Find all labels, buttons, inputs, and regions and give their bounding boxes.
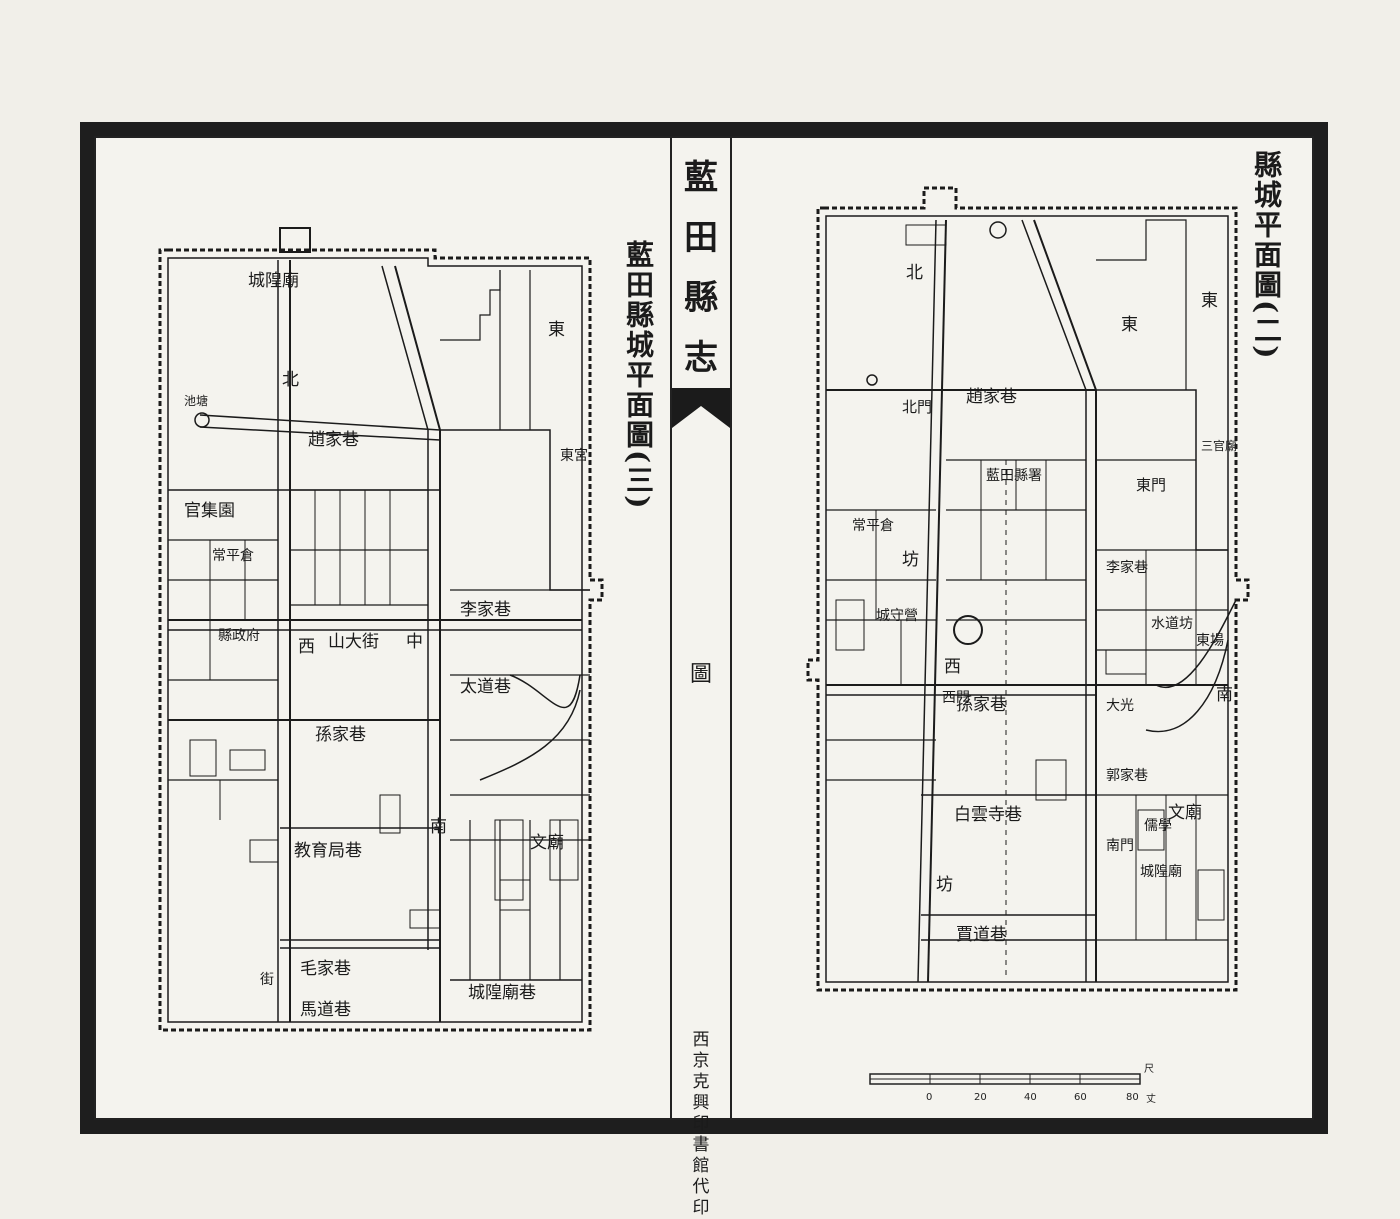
label-madao-lane: 馬道巷 xyxy=(300,1000,351,1020)
label-center: 中 xyxy=(406,632,423,652)
label-li-lane: 李家巷 xyxy=(1106,559,1148,576)
label-south: 南 xyxy=(1216,685,1233,705)
spine-title-char: 志 xyxy=(684,338,718,378)
label-guanshijia: 官集園 xyxy=(184,501,235,521)
label-fang: 坊 xyxy=(902,550,919,570)
spine-title-char: 藍 xyxy=(684,158,718,198)
label-north: 北 xyxy=(906,263,923,283)
label-nan-gate: 南門 xyxy=(1106,838,1134,854)
scale-tick: 60 xyxy=(1074,1092,1087,1103)
spine-printer: 西 京 克 興 印 書 館 代 印 xyxy=(672,1030,730,1219)
label-xuegong: 儒學 xyxy=(1144,818,1172,834)
label-jiaoyu-lane: 教育局巷 xyxy=(294,841,362,861)
label-zhaojia-lane: 趙家巷 xyxy=(308,430,359,450)
label-shajia-lane: 孫家巷 xyxy=(956,695,1007,715)
scale-tick: 80 xyxy=(1126,1092,1139,1103)
label-south: 南 xyxy=(430,817,447,837)
label-shuidao: 水道坊 xyxy=(1151,616,1193,632)
label-fang-south: 坊 xyxy=(936,875,953,895)
fishtail-mark-icon xyxy=(672,388,730,428)
label-tai-lane: 太道巷 xyxy=(460,677,511,697)
right-city-map: 北 北門 東 東門 趙家巷 藍田縣署 城守營 常平倉 坊 西 西門 孫家巷 白雲… xyxy=(806,186,1250,992)
scale-bar: 0 20 40 60 80 尺 丈 xyxy=(869,1063,1156,1105)
label-county-office: 藍田縣署 xyxy=(986,468,1042,484)
scale-tick: 0 xyxy=(926,1092,932,1103)
spine-section-label: 圖 xyxy=(689,662,712,687)
printer-char: 西 xyxy=(692,1030,710,1050)
label-canal: 池塘 xyxy=(184,393,208,408)
printer-char: 印 xyxy=(692,1114,710,1134)
right-map-title: 縣城平面圖(二) xyxy=(1250,150,1283,361)
label-guojia-lane: 郭家巷 xyxy=(1106,767,1148,784)
label-dong-gong: 東宮 xyxy=(560,448,588,464)
label-changping: 常平倉 xyxy=(852,518,894,534)
label-jiadao-lane: 賈道巷 xyxy=(956,925,1007,945)
label-dongchang: 東場 xyxy=(1196,633,1224,649)
book-spine: 藍 田 縣 志 圖 西 京 克 興 印 書 館 代 印 xyxy=(670,138,732,1218)
label-dong-gate: 東門 xyxy=(1136,476,1166,494)
label-bei-gate: 北門 xyxy=(902,398,932,416)
printer-char: 館 xyxy=(692,1156,710,1176)
label-wen-temple: 文廟 xyxy=(530,833,564,853)
label-wen-temple: 文廟 xyxy=(1168,803,1202,823)
spine-title: 藍 田 縣 志 xyxy=(672,148,730,388)
scale-unit-top: 尺 xyxy=(1144,1063,1154,1075)
label-west: 西 xyxy=(298,637,315,657)
label-xi-gate: 西門 xyxy=(942,690,970,706)
label-changping: 常平倉 xyxy=(212,548,254,564)
spine-title-char: 縣 xyxy=(684,278,718,318)
scale-tick: 40 xyxy=(1024,1092,1037,1103)
spine-title-char: 田 xyxy=(684,218,718,258)
printer-char: 代 xyxy=(692,1177,710,1197)
label-chenghuang: 城隍廟 xyxy=(1140,863,1182,880)
label-chenghuang-lane: 城隍廟巷 xyxy=(468,983,536,1003)
printer-char: 京 xyxy=(692,1051,710,1071)
label-li-lane: 李家巷 xyxy=(460,600,511,620)
label-west: 西 xyxy=(944,657,961,677)
label-east-wall: 東 xyxy=(1201,291,1218,311)
scale-tick: 20 xyxy=(974,1092,987,1103)
printer-char: 興 xyxy=(692,1093,710,1113)
label-street: 街 xyxy=(260,972,274,988)
label-daguang: 大光 xyxy=(1106,698,1134,714)
printer-char: 克 xyxy=(692,1072,710,1092)
label-temple-top: 城隍廟 xyxy=(248,271,299,291)
label-city-guard: 城守營 xyxy=(876,608,918,624)
label-east: 東 xyxy=(1121,315,1138,335)
scan-page: 藍 田 縣 志 圖 西 京 克 興 印 書 館 代 印 藍田縣城平面圖(三) 縣… xyxy=(80,122,1328,1218)
left-map-title: 藍田縣城平面圖(三) xyxy=(622,240,655,511)
label-shanda-street: 山大街 xyxy=(328,632,379,652)
label-north: 北 xyxy=(282,370,299,390)
label-shajia-lane: 孫家巷 xyxy=(315,725,366,745)
label-zhaojia-lane: 趙家巷 xyxy=(966,387,1017,407)
label-mao-lane: 毛家巷 xyxy=(300,959,351,979)
label-sanguan: 三官廟 xyxy=(1201,438,1237,453)
printer-char: 印 xyxy=(692,1198,710,1218)
printer-char: 書 xyxy=(692,1135,710,1155)
left-city-map: 城隍廟 北 東 趙家巷 官集園 常平倉 縣政府 西 山大街 中 孫家巷 教育局巷… xyxy=(158,227,604,1032)
scale-unit-bottom: 丈 xyxy=(1146,1093,1156,1105)
label-county-gov: 縣政府 xyxy=(218,628,260,644)
inner-frame xyxy=(94,136,1314,1120)
label-east: 東 xyxy=(548,320,565,340)
label-bai-lane: 白雲寺巷 xyxy=(954,805,1022,825)
